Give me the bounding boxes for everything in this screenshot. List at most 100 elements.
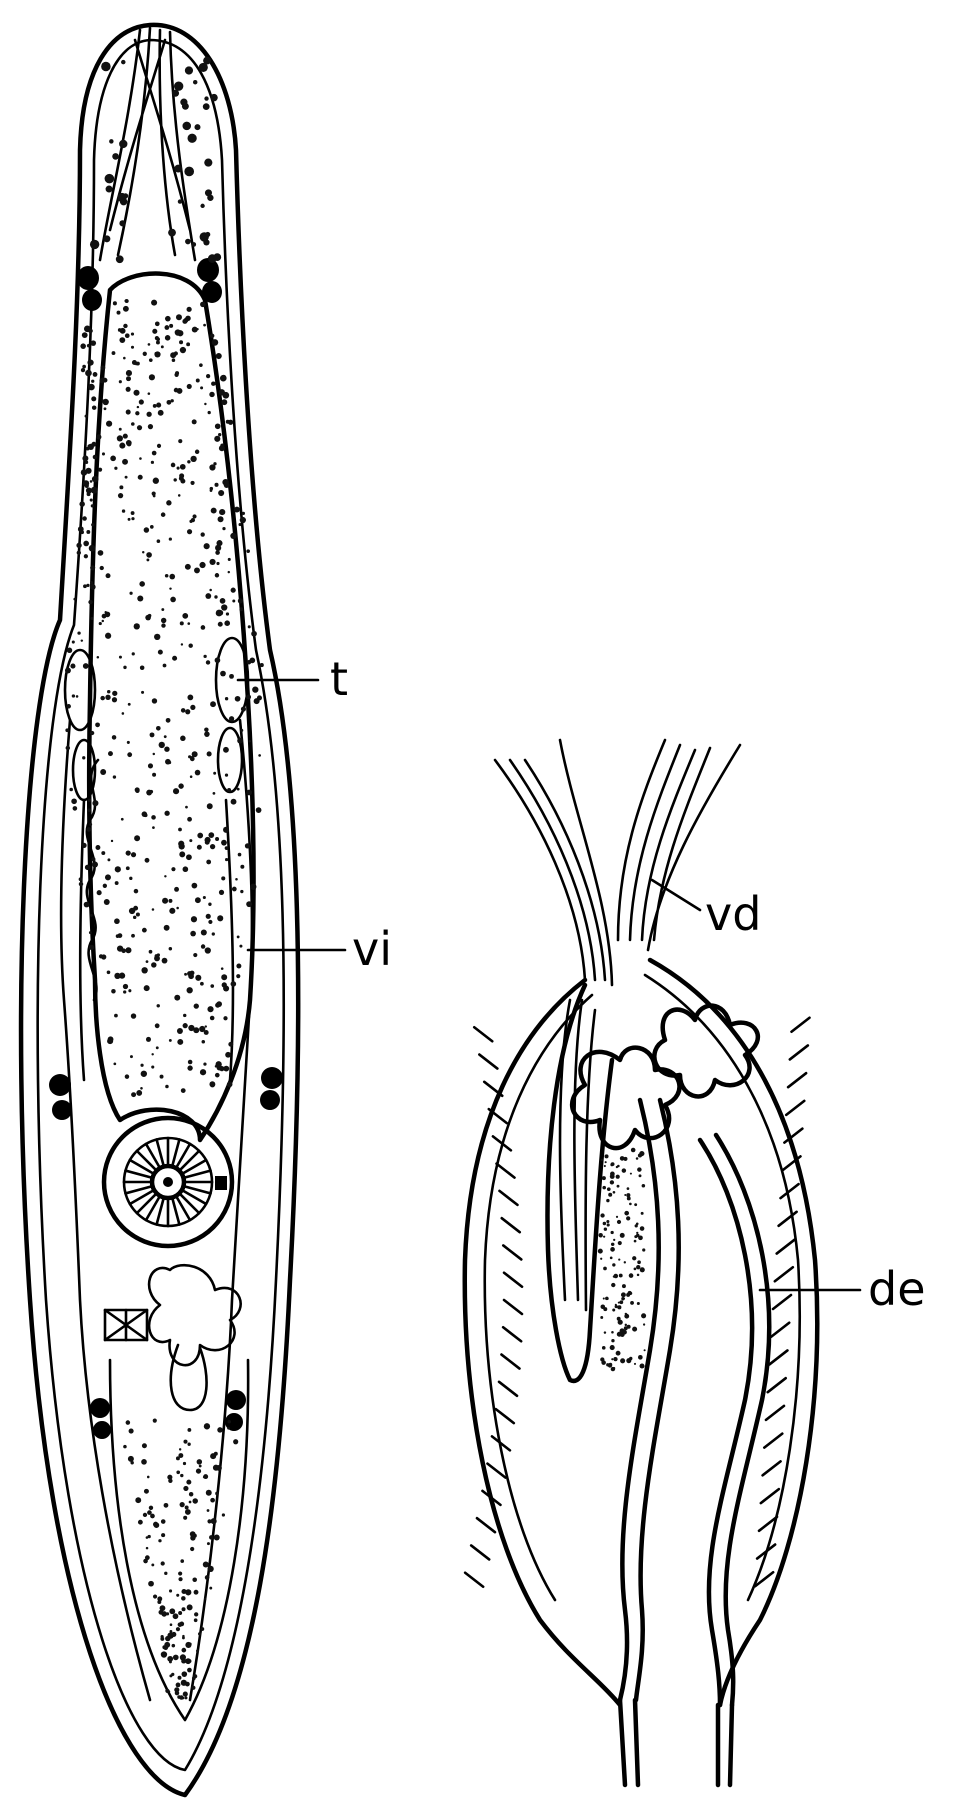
texture-dot xyxy=(134,835,141,842)
texture-dot xyxy=(131,517,135,521)
texture-dot xyxy=(210,984,215,988)
texture-dot xyxy=(98,621,102,626)
texture-dot xyxy=(82,455,89,462)
texture-dot xyxy=(91,396,97,402)
texture-dot xyxy=(167,1474,173,1480)
nerve-mass-12 xyxy=(225,1413,243,1431)
texture-dot xyxy=(85,369,92,377)
texture-dot xyxy=(214,423,221,430)
ejaculatory-duct-outer xyxy=(697,1137,755,1708)
texture-dot xyxy=(193,1003,199,1009)
texture-dot xyxy=(204,158,213,167)
texture-dot xyxy=(116,945,124,952)
texture-dot xyxy=(128,907,136,915)
texture-dot xyxy=(203,654,207,659)
texture-dot xyxy=(204,1597,207,1601)
texture-dot xyxy=(125,370,132,377)
texture-dot xyxy=(131,652,135,656)
texture-dot xyxy=(223,1016,228,1021)
texture-dot xyxy=(253,698,260,705)
statocyst-ray xyxy=(124,1169,152,1179)
texture-dot xyxy=(222,391,230,399)
texture-dot xyxy=(129,876,133,881)
wall-cell-divider xyxy=(783,1127,804,1144)
texture-dot xyxy=(140,1063,144,1067)
texture-dot xyxy=(628,1273,634,1278)
texture-dot xyxy=(134,362,138,366)
texture-dot xyxy=(164,875,167,878)
texture-dot xyxy=(151,299,158,306)
nerve-mass-5 xyxy=(49,1074,71,1096)
texture-dot xyxy=(80,530,84,535)
texture-dot xyxy=(123,356,126,360)
texture-dot xyxy=(620,1358,626,1364)
texture-dot xyxy=(168,228,176,237)
texture-dot xyxy=(176,466,180,470)
texture-dot xyxy=(86,530,91,534)
texture-dot xyxy=(82,516,87,521)
texture-dot xyxy=(66,704,71,709)
texture-dot xyxy=(217,516,224,523)
texture-dot xyxy=(125,947,132,954)
texture-dot xyxy=(88,599,93,605)
wall-cell-divider xyxy=(779,1182,800,1200)
texture-dot xyxy=(215,1491,219,1496)
texture-dot xyxy=(634,1224,638,1228)
texture-dot xyxy=(147,392,151,395)
texture-dot xyxy=(179,1695,184,1700)
texture-dot xyxy=(178,1571,183,1576)
statocyst-ray xyxy=(171,1138,181,1166)
texture-dot xyxy=(105,185,113,193)
texture-dot xyxy=(169,907,176,914)
texture-dot xyxy=(617,1305,622,1310)
texture-dot xyxy=(75,695,79,698)
texture-dot xyxy=(221,974,228,981)
texture-dot xyxy=(250,883,257,890)
statocyst-ray xyxy=(128,1189,154,1206)
wall-cell-divider xyxy=(766,1376,788,1394)
texture-dot xyxy=(136,1090,143,1096)
texture-dot xyxy=(606,1223,610,1227)
texture-dot xyxy=(91,475,99,483)
texture-dot xyxy=(191,751,198,758)
texture-dot xyxy=(148,949,153,954)
texture-dot xyxy=(207,194,214,201)
texture-dot xyxy=(174,994,181,1001)
texture-dot xyxy=(154,321,160,327)
texture-dot xyxy=(105,694,111,701)
texture-dot xyxy=(160,1561,165,1566)
texture-dot xyxy=(209,843,216,850)
texture-dot xyxy=(195,974,202,981)
texture-dot xyxy=(156,443,162,448)
texture-dot xyxy=(161,1533,166,1538)
texture-dot xyxy=(602,1185,606,1190)
texture-dot xyxy=(204,96,209,101)
texture-dot xyxy=(189,775,193,778)
wall-cell-divider xyxy=(788,1044,810,1061)
texture-dot xyxy=(152,494,156,498)
texture-dot xyxy=(225,1051,232,1058)
texture-dot xyxy=(206,859,212,865)
texture-dot xyxy=(190,755,194,759)
texture-dot xyxy=(207,410,211,415)
texture-dot xyxy=(621,1284,626,1289)
texture-dot xyxy=(203,1423,211,1430)
texture-dot xyxy=(169,1623,173,1626)
texture-dot xyxy=(150,460,155,464)
statocyst-ray xyxy=(184,1185,212,1195)
texture-dot xyxy=(155,725,161,731)
texture-dot xyxy=(151,491,156,496)
texture-dot xyxy=(147,1510,152,1515)
texture-dot xyxy=(205,231,211,238)
texture-dot xyxy=(210,507,217,514)
texture-dot xyxy=(175,1682,181,1688)
texture-dot xyxy=(160,512,166,517)
wall-cell-divider xyxy=(481,1489,502,1507)
texture-dot xyxy=(190,704,196,710)
texture-dot xyxy=(169,587,172,590)
wall-cell-divider xyxy=(781,1155,802,1172)
texture-dot xyxy=(217,1427,223,1433)
texture-dot xyxy=(241,511,246,515)
texture-dot xyxy=(233,506,240,513)
body-outline-outer xyxy=(18,22,301,1798)
